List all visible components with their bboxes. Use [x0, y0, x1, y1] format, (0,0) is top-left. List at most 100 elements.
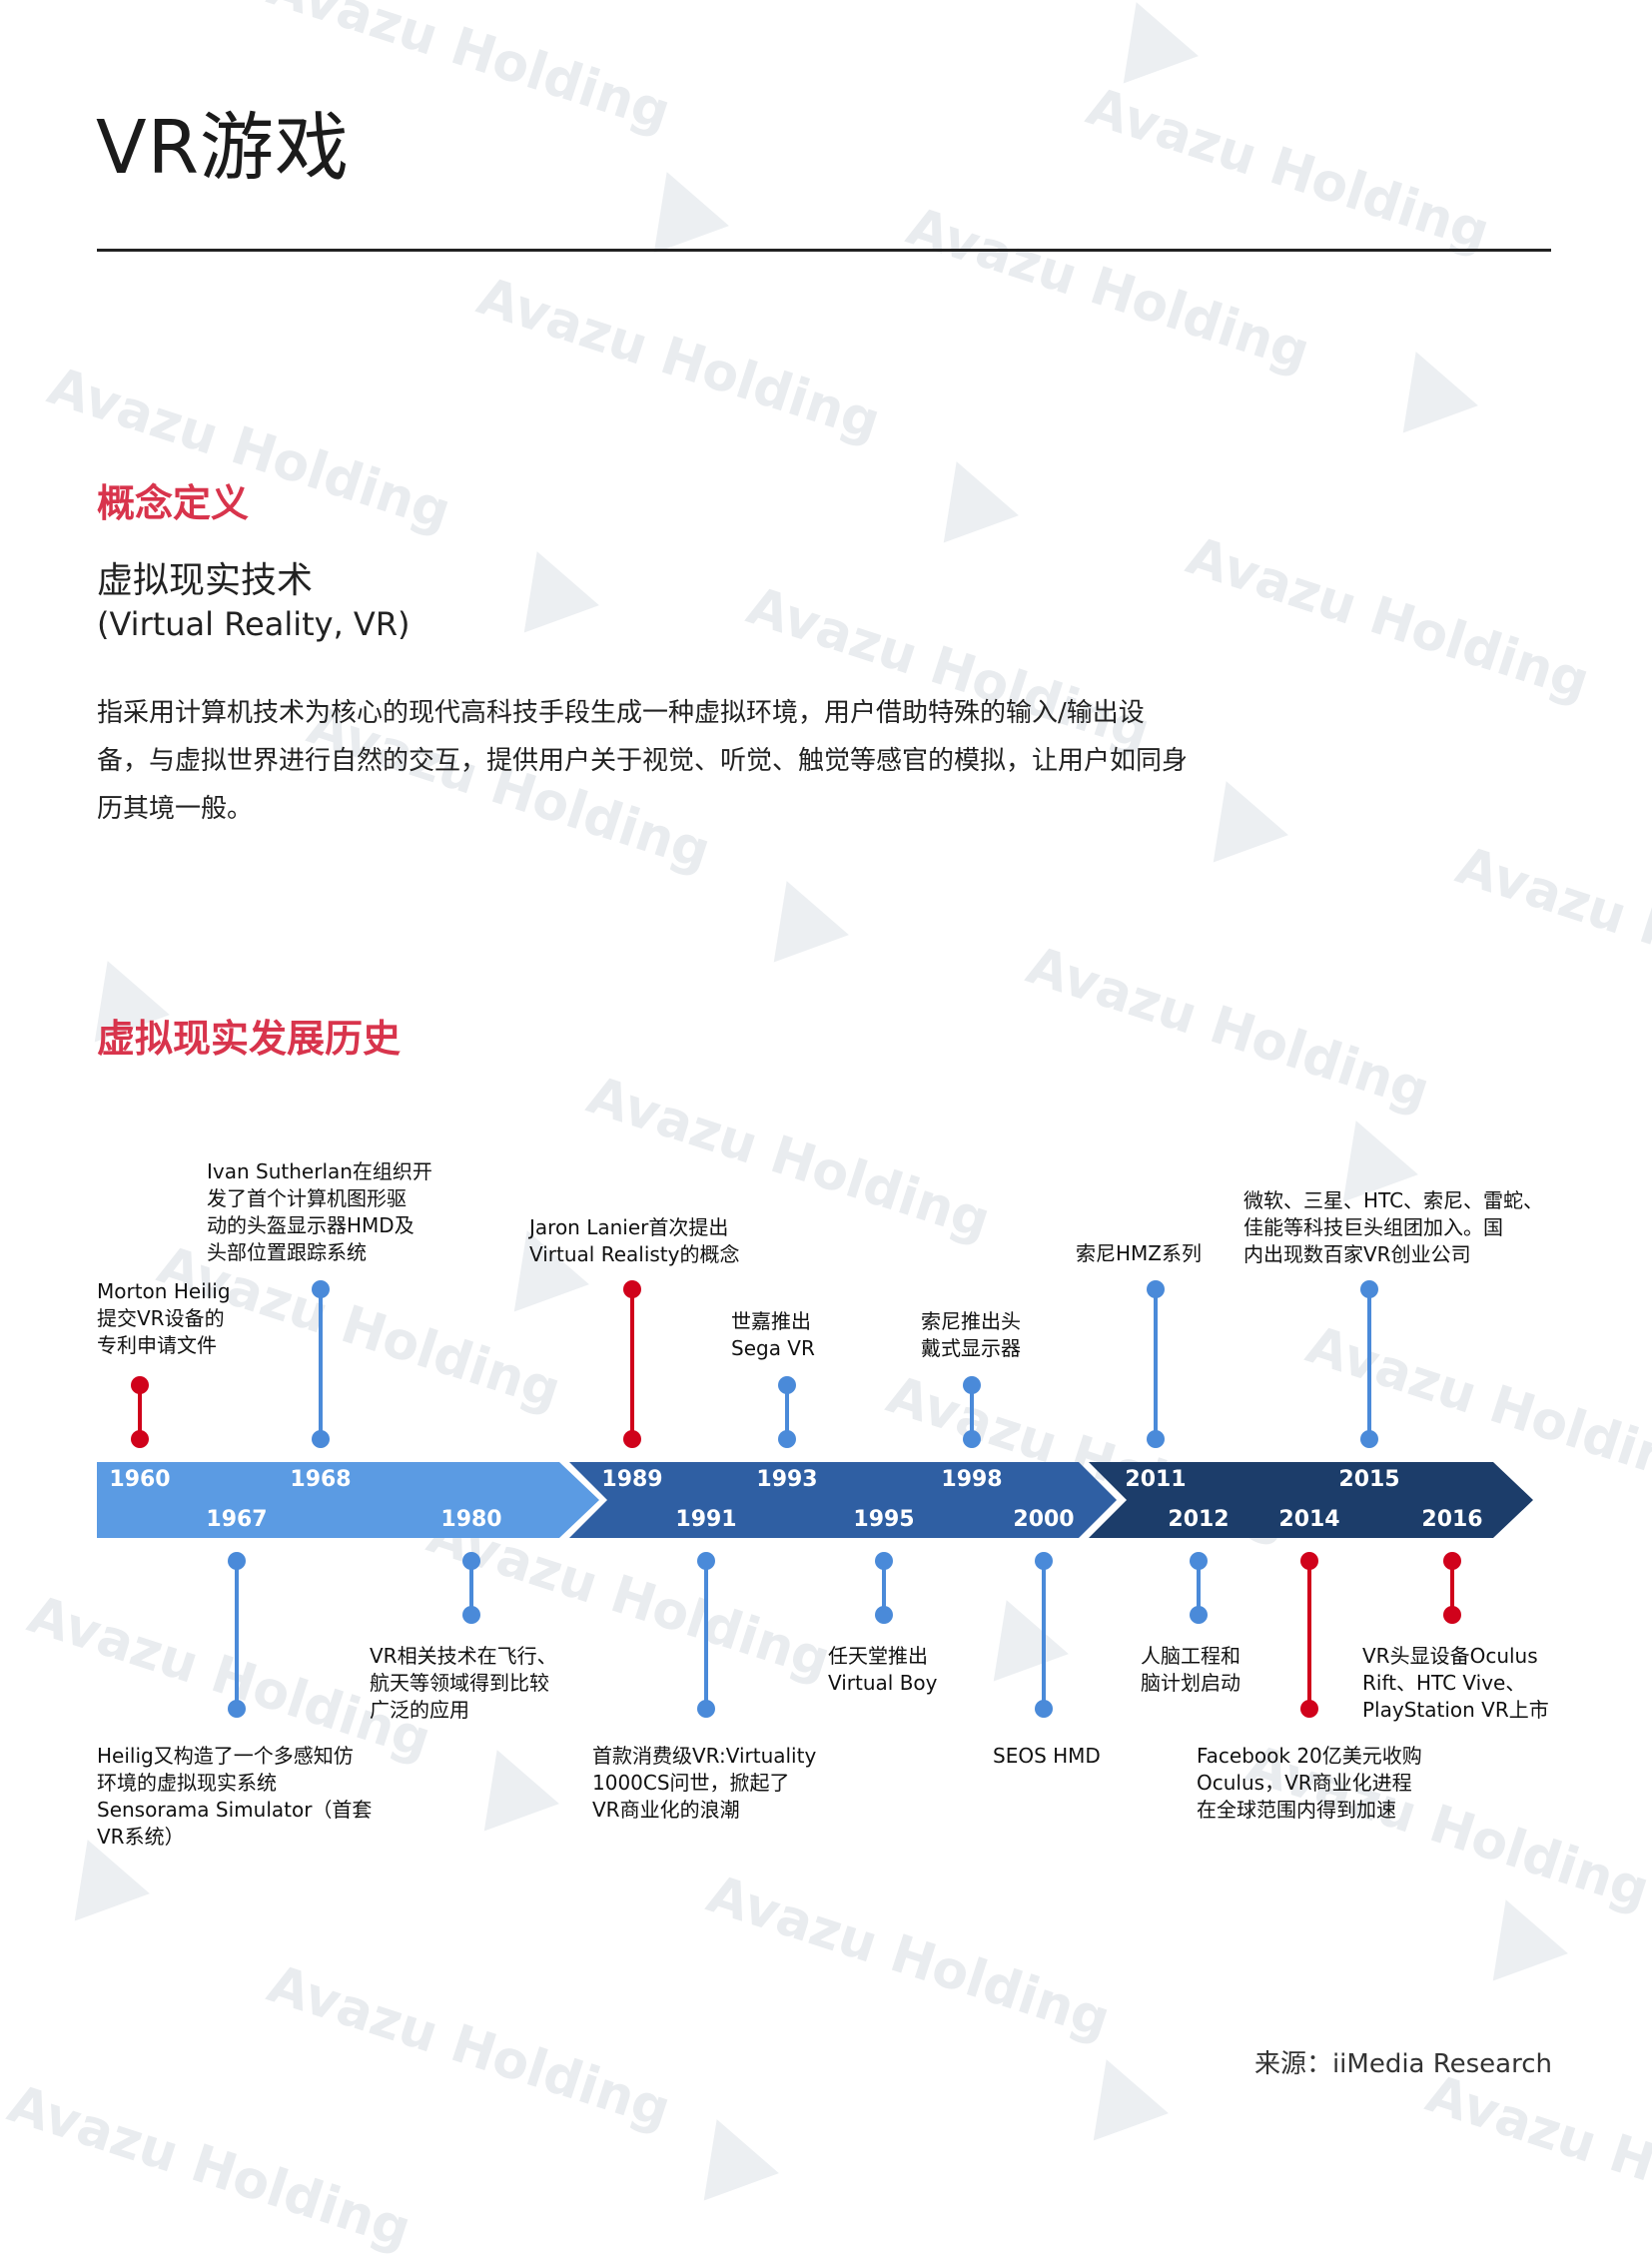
timeline-event-2015: 微软、三星、HTC、索尼、雷蛇、佳能等科技巨头组团加入。国内出现数百家VR创业公… — [1243, 1187, 1543, 1268]
timeline-event-line: 内出现数百家VR创业公司 — [1243, 1242, 1471, 1266]
timeline-marker-1980 — [462, 1606, 480, 1624]
concept-heading: 概念定义 — [97, 481, 250, 525]
timeline-marker-1989 — [623, 1430, 641, 1448]
timeline-event-line: 索尼推出头 — [921, 1309, 1021, 1333]
timeline-event-1993: 世嘉推出 Sega VR — [731, 1308, 815, 1362]
timeline-year-1989: 1989 — [601, 1467, 663, 1492]
timeline-band-3 — [1089, 1462, 1533, 1538]
timeline-event-1998: 索尼推出头戴式显示器 — [921, 1308, 1021, 1362]
timeline-year-2016: 2016 — [1421, 1507, 1483, 1532]
timeline-marker-1967 — [228, 1552, 246, 1570]
timeline-marker-2016 — [1443, 1552, 1461, 1570]
timeline-event-1991: 首款消费级VR:Virtuality 1000CS问世，掀起了 VR商业化的浪潮 — [592, 1743, 816, 1824]
timeline-band-1 — [97, 1462, 599, 1538]
timeline-year-1967: 1967 — [206, 1507, 268, 1532]
timeline-marker-2015 — [1360, 1280, 1378, 1298]
timeline-marker-1968 — [312, 1280, 330, 1298]
timeline-event-2012: 人脑工程和脑计划启动 — [1141, 1643, 1240, 1697]
timeline-event-line: Virtual Boy — [828, 1671, 938, 1695]
timeline-event-line: 1000CS问世，掀起了 — [592, 1771, 790, 1795]
timeline-event-line: 索尼HMZ系列 — [1076, 1241, 1202, 1265]
timeline-marker-1995 — [875, 1552, 893, 1570]
timeline-marker-1967 — [228, 1700, 246, 1718]
timeline-marker-1968 — [312, 1430, 330, 1448]
timeline-event-line: VR头显设备Oculus — [1362, 1644, 1538, 1668]
timeline-event-line: Sega VR — [731, 1336, 815, 1360]
timeline-event-line: Ivan Sutherlan在组织开 — [207, 1159, 432, 1183]
timeline-year-2012: 2012 — [1168, 1507, 1230, 1532]
timeline-event-2011: 索尼HMZ系列 — [1076, 1240, 1202, 1267]
timeline-event-line: Facebook 20亿美元收购 — [1197, 1744, 1422, 1768]
concept-description: 指采用计算机技术为核心的现代高科技手段生成一种虚拟环境，用户借助特殊的输入/输出… — [97, 698, 1189, 824]
timeline-year-2015: 2015 — [1338, 1467, 1400, 1492]
timeline-event-1968: Ivan Sutherlan在组织开发了首个计算机图形驱动的头盔显示器HMD及头… — [207, 1158, 432, 1266]
timeline-marker-2000 — [1035, 1552, 1053, 1570]
timeline-event-line: 航天等领域得到比较 — [370, 1671, 549, 1695]
timeline-event-line: 头部位置跟踪系统 — [207, 1240, 367, 1264]
timeline-event-line: PlayStation VR上市 — [1362, 1698, 1549, 1722]
timeline-event-line: Sensorama Simulator（首套 — [97, 1798, 373, 1822]
source-note: 来源：iiMedia Research — [1253, 2049, 1552, 2079]
timeline-band-2 — [569, 1462, 1117, 1538]
timeline-graphic — [97, 1280, 1533, 1718]
timeline-year-1993: 1993 — [756, 1467, 818, 1492]
timeline-event-line: VR相关技术在飞行、 — [370, 1644, 557, 1668]
timeline-event-line: 广泛的应用 — [370, 1698, 469, 1722]
timeline-event-line: Jaron Lanier首次提出 — [529, 1215, 729, 1239]
timeline-event-1980: VR相关技术在飞行、航天等领域得到比较广泛的应用 — [370, 1643, 557, 1724]
timeline-year-1998: 1998 — [941, 1467, 1003, 1492]
timeline-marker-2012 — [1190, 1552, 1208, 1570]
timeline-event-line: 提交VR设备的 — [97, 1306, 225, 1330]
timeline-marker-2015 — [1360, 1430, 1378, 1448]
timeline-year-2000: 2000 — [1013, 1507, 1075, 1532]
timeline-marker-2012 — [1190, 1606, 1208, 1624]
timeline-marker-1998 — [963, 1376, 981, 1394]
timeline-marker-2014 — [1300, 1700, 1318, 1718]
timeline-marker-1980 — [462, 1552, 480, 1570]
timeline-year-1995: 1995 — [853, 1507, 915, 1532]
timeline-event-line: VR商业化的浪潮 — [592, 1798, 740, 1822]
timeline-marker-1993 — [778, 1430, 796, 1448]
timeline-marker-2011 — [1147, 1430, 1165, 1448]
timeline-event-line: Virtual Realisty的概念 — [529, 1242, 740, 1266]
timeline-year-1991: 1991 — [675, 1507, 737, 1532]
timeline-event-line: 微软、三星、HTC、索尼、雷蛇、 — [1243, 1188, 1544, 1212]
timeline-event-line: Morton Heilig — [97, 1279, 231, 1303]
timeline-event-line: SEOS HMD — [993, 1744, 1101, 1768]
timeline-event-line: 发了首个计算机图形驱 — [207, 1186, 407, 1210]
timeline-marker-1991 — [697, 1552, 715, 1570]
timeline-event-1989: Jaron Lanier首次提出 Virtual Realisty的概念 — [529, 1214, 739, 1268]
concept-term-en: (Virtual Reality, VR) — [97, 605, 411, 643]
timeline-event-line: Oculus，VR商业化进程 — [1197, 1771, 1412, 1795]
timeline-marker-1960 — [131, 1430, 149, 1448]
timeline-event-line: 世嘉推出 — [731, 1309, 811, 1333]
timeline-marker-1995 — [875, 1606, 893, 1624]
history-heading: 虚拟现实发展历史 — [97, 1017, 402, 1061]
timeline-event-line: 戴式显示器 — [921, 1336, 1021, 1360]
timeline-event-line: 专利申请文件 — [97, 1333, 217, 1357]
timeline-marker-2014 — [1300, 1552, 1318, 1570]
timeline-year-2011: 2011 — [1125, 1467, 1187, 1492]
timeline-event-line: Heilig又构造了一个多感知仿 — [97, 1744, 354, 1768]
title-divider — [97, 249, 1551, 252]
timeline-event-line: 动的头盔显示器HMD及 — [207, 1213, 414, 1237]
timeline-event-line: 环境的虚拟现实系统 — [97, 1771, 277, 1795]
concept-term: 虚拟现实技术 — [97, 560, 314, 601]
timeline-marker-1993 — [778, 1376, 796, 1394]
timeline-year-2014: 2014 — [1278, 1507, 1340, 1532]
timeline-marker-2011 — [1147, 1280, 1165, 1298]
timeline-marker-1991 — [697, 1700, 715, 1718]
page-title: VR游戏 — [96, 105, 351, 191]
timeline-event-1960: Morton Heilig 提交VR设备的专利申请文件 — [97, 1278, 231, 1359]
timeline-year-1960: 1960 — [109, 1467, 171, 1492]
timeline-event-1967: Heilig又构造了一个多感知仿环境的虚拟现实系统 Sensorama Simul… — [97, 1743, 372, 1851]
timeline-event-line: VR系统） — [97, 1825, 185, 1849]
timeline-event-line: 脑计划启动 — [1141, 1671, 1240, 1695]
timeline-event-line: 首款消费级VR:Virtuality — [592, 1744, 817, 1768]
timeline-event-line: Rift、HTC Vive、 — [1362, 1671, 1526, 1695]
timeline-marker-2016 — [1443, 1606, 1461, 1624]
